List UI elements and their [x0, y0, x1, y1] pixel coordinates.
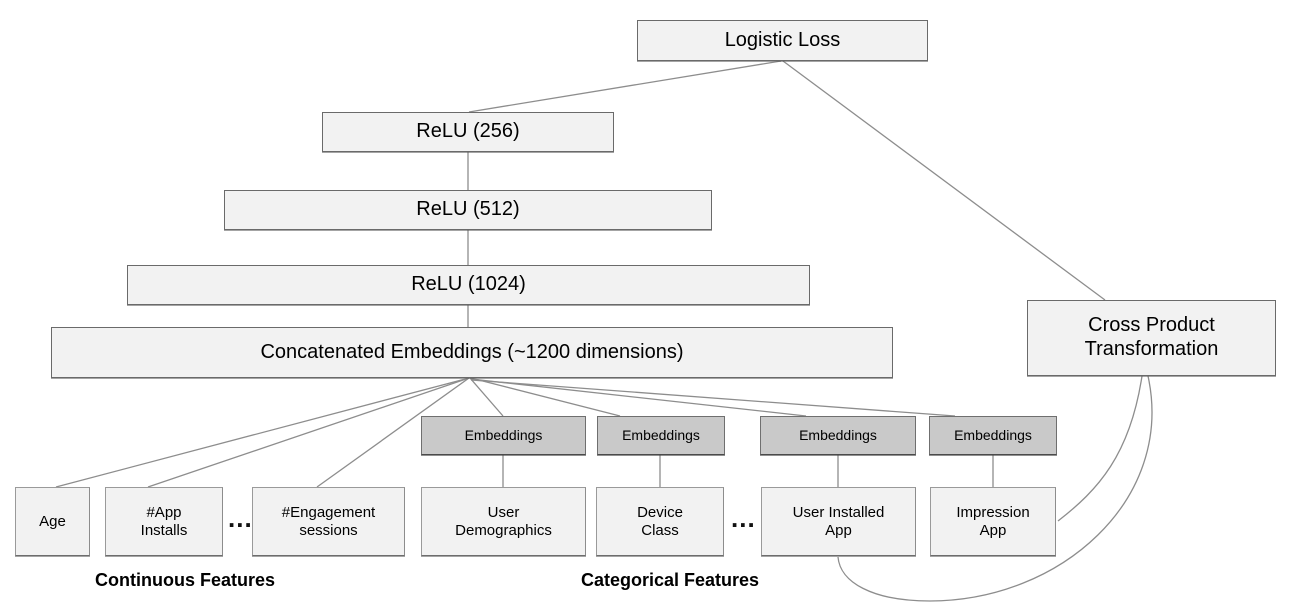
- node-feature-engagement-sessions[interactable]: #Engagement sessions: [252, 487, 405, 556]
- node-relu-256-label: ReLU (256): [416, 120, 520, 143]
- group-label-categorical-features: Categorical Features: [581, 570, 759, 591]
- node-embeddings-2[interactable]: Embeddings: [597, 416, 725, 455]
- node-logistic-loss-label: Logistic Loss: [724, 28, 841, 51]
- node-feature-app-installs-line2: Installs: [140, 521, 188, 539]
- edge-cross-to-impression-app: [1057, 375, 1143, 522]
- ellipsis-continuous: ...: [228, 505, 253, 531]
- edge-concat-to-embeddings-1: [469, 377, 504, 417]
- node-feature-impression-app[interactable]: Impression App: [930, 487, 1056, 556]
- node-cross-product-transformation[interactable]: Cross Product Transformation: [1027, 300, 1276, 376]
- node-embeddings-4[interactable]: Embeddings: [929, 416, 1057, 455]
- edge-concat-to-embeddings-3: [470, 378, 807, 417]
- node-concatenated-embeddings-label: Concatenated Embeddings (~1200 dimension…: [260, 340, 684, 363]
- node-relu-512-label: ReLU (512): [416, 198, 520, 221]
- node-embeddings-3-label: Embeddings: [799, 427, 877, 444]
- node-embeddings-4-label: Embeddings: [954, 427, 1032, 444]
- node-relu-1024-label: ReLU (1024): [411, 273, 526, 296]
- node-cross-product-line2: Transformation: [1084, 338, 1219, 360]
- edge-loss-to-relu256: [468, 60, 782, 113]
- node-relu-256[interactable]: ReLU (256): [322, 112, 614, 152]
- edge-loss-to-cross: [782, 60, 1106, 301]
- node-concatenated-embeddings[interactable]: Concatenated Embeddings (~1200 dimension…: [51, 327, 893, 378]
- node-feature-device-class[interactable]: Device Class: [596, 487, 724, 556]
- node-feature-device-class-line2: Class: [641, 521, 679, 539]
- edge-concat-to-embeddings-4: [470, 379, 956, 417]
- node-relu-512[interactable]: ReLU (512): [224, 190, 712, 230]
- node-feature-engagement-sessions-line1: #Engagement: [281, 503, 376, 521]
- node-feature-age[interactable]: Age: [15, 487, 90, 556]
- ellipsis-categorical: ...: [731, 505, 756, 531]
- node-cross-product-line1: Cross Product: [1088, 314, 1215, 337]
- node-embeddings-3[interactable]: Embeddings: [760, 416, 916, 455]
- ellipsis-categorical-text: ...: [731, 503, 756, 533]
- node-feature-user-demographics-line2: Demographics: [455, 521, 552, 539]
- node-embeddings-2-label: Embeddings: [622, 427, 700, 444]
- node-feature-impression-app-line2: App: [979, 521, 1007, 539]
- ellipsis-continuous-text: ...: [228, 503, 253, 533]
- group-label-categorical-features-text: Categorical Features: [581, 570, 760, 590]
- group-label-continuous-features: Continuous Features: [95, 570, 275, 591]
- node-embeddings-1-label: Embeddings: [464, 427, 543, 444]
- node-feature-user-demographics-line1: User: [487, 503, 520, 521]
- node-feature-age-label: Age: [39, 512, 66, 530]
- node-feature-app-installs-line1: #App: [146, 503, 182, 521]
- node-embeddings-1[interactable]: Embeddings: [421, 416, 586, 455]
- node-relu-1024[interactable]: ReLU (1024): [127, 265, 810, 305]
- node-feature-device-class-line1: Device: [637, 503, 683, 521]
- edge-concat-to-age: [55, 377, 470, 488]
- node-feature-impression-app-line1: Impression: [956, 503, 1030, 521]
- node-feature-engagement-sessions-line2: sessions: [299, 521, 358, 539]
- node-feature-user-installed-app-line1: User Installed: [792, 503, 885, 521]
- edge-concat-to-embeddings-2: [470, 377, 621, 417]
- node-logistic-loss[interactable]: Logistic Loss: [637, 20, 928, 61]
- group-label-continuous-features-text: Continuous Features: [95, 570, 276, 590]
- node-feature-user-installed-app-line2: App: [825, 521, 852, 539]
- node-feature-user-installed-app[interactable]: User Installed App: [761, 487, 916, 556]
- node-feature-user-demographics[interactable]: User Demographics: [421, 487, 586, 556]
- node-feature-app-installs[interactable]: #App Installs: [105, 487, 223, 556]
